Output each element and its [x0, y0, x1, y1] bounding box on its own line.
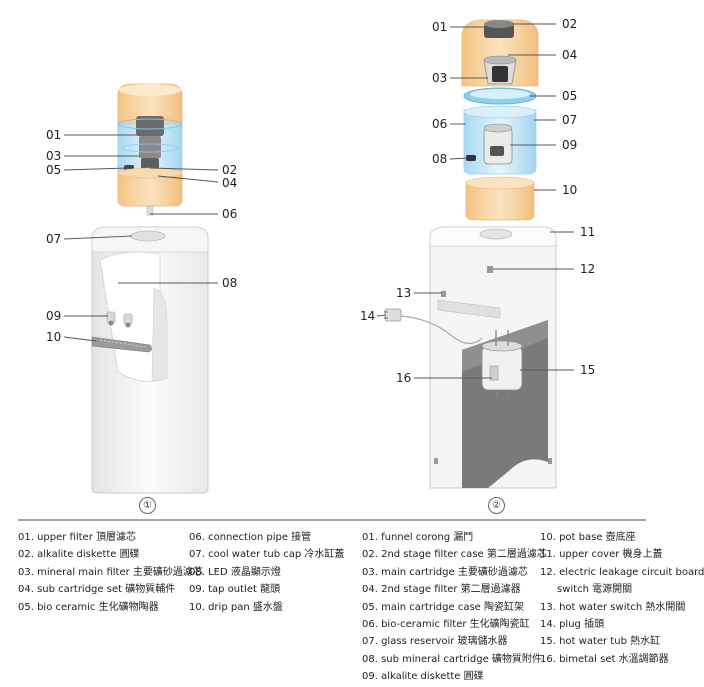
legend-item: 10. drip pan 盛水盤 — [189, 601, 283, 613]
legend-item: 10. pot base 壺底座 — [540, 532, 636, 543]
fig2-callout-10: 10 — [562, 183, 578, 197]
legend-item: 08. sub mineral cartridge 礦物質附件 — [362, 653, 542, 665]
legend-item: 14. plug 插頭 — [540, 619, 605, 631]
legend-item: 03. mineral main filter 主要礦砂過濾芯 — [18, 566, 203, 578]
legend-column-3: 01. funnel corong 漏鬥 02. 2nd stage filte… — [362, 529, 547, 686]
legend-item: 05. main cartridge case 陶瓷缸架 — [362, 601, 524, 613]
fig1-callout-03: 03 — [46, 149, 62, 163]
diagram-illustration — [63, 19, 574, 494]
legend-item: 01. funnel corong 漏鬥 — [362, 532, 474, 543]
legend-item: 09. alkalite diskette 圓碟 — [362, 671, 484, 683]
legend-item: 06. bio-ceramic filter 生化礦陶瓷缸 — [362, 619, 530, 631]
fig2-callout-08: 08 — [432, 152, 448, 166]
fig2-pot-base — [465, 181, 535, 221]
legend-item: 13. hot water switch 熱水開關 — [540, 601, 686, 613]
legend-item: 04. 2nd stage filter 第二層過濾器 — [362, 584, 521, 596]
legend-item: 07. glass reservoir 玻璃儲水器 — [362, 636, 508, 648]
legend-divider — [18, 519, 646, 521]
legend-item: 02. alkalite diskette 圓碟 — [18, 549, 140, 561]
fig1-callout-05: 05 — [46, 163, 62, 177]
fig1-callout-04: 04 — [222, 176, 238, 190]
fig2-callout-03: 03 — [432, 71, 448, 85]
fig2-hot-water-tub — [481, 345, 523, 391]
fig1-callout-02: 02 — [222, 163, 238, 177]
fig2-callout-11: 11 — [580, 225, 596, 239]
legend-item: 08. LED 液晶顯示燈 — [189, 566, 281, 578]
fig2-callout-16: 16 — [396, 371, 412, 385]
fig1-callout-09: 09 — [46, 309, 62, 323]
fig1-callout-08: 08 — [222, 276, 238, 290]
figure-1-badge: ① — [139, 497, 156, 514]
legend-item: 07. cool water tub cap 冷水缸蓋 — [189, 549, 345, 561]
fig2-callout-15: 15 — [580, 363, 596, 377]
legend-item: 16. bimetal set 水溫調節器 — [540, 653, 669, 665]
figure-1-dispenser — [91, 83, 209, 494]
fig2-callout-02: 02 — [562, 17, 578, 31]
fig2-callout-12: 12 — [580, 262, 596, 276]
legend-item: 09. tap outlet 龍頭 — [189, 584, 281, 596]
legend-item: 12. electric leakage circuit board — [540, 566, 704, 578]
legend-item: 11. upper cover 機身上蓋 — [540, 549, 663, 561]
fig2-callout-09: 09 — [562, 138, 578, 152]
legend-item: 04. sub cartridge set 礦物質輔件 — [18, 584, 176, 596]
legend-item: 15. hot water tub 熱水缸 — [540, 636, 661, 648]
fig1-callout-01: 01 — [46, 128, 62, 142]
legend-item: 03. main cartridge 主要礦砂過濾芯 — [362, 566, 528, 578]
fig2-callout-13: 13 — [396, 286, 412, 300]
fig1-pot-base — [117, 171, 183, 207]
legend-item: 01. upper filter 頂層濾芯 — [18, 532, 136, 543]
legend-column-1: 01. upper filter 頂層濾芯 02. alkalite diske… — [18, 529, 203, 616]
fig2-callout-01: 01 — [432, 20, 448, 34]
fig1-callout-10: 10 — [46, 330, 62, 344]
fig1-callout-07: 07 — [46, 232, 62, 246]
fig2-callout-06: 06 — [432, 117, 448, 131]
fig2-callout-07: 07 — [562, 113, 578, 127]
legend-column-2: 06. connection pipe 接管 07. cool water tu… — [189, 529, 344, 616]
legend-column-4: 10. pot base 壺底座 11. upper cover 機身上蓋 12… — [540, 529, 704, 668]
leader-lines — [63, 23, 574, 379]
fig2-callout-05: 05 — [562, 89, 578, 103]
figure-2-badge: ② — [488, 497, 505, 514]
legend-item: 02. 2nd stage filter case 第二層過濾芯 — [362, 549, 547, 561]
fig2-callout-14: 14 — [360, 309, 376, 323]
legend-item: 05. bio ceramic 生化礦物陶器 — [18, 601, 159, 613]
legend-item: 06. connection pipe 接管 — [189, 532, 312, 543]
figure-2-exploded — [384, 19, 557, 489]
fig1-callout-06: 06 — [222, 207, 238, 221]
legend-item: switch 電源開關 — [557, 584, 633, 596]
fig2-callout-04: 04 — [562, 48, 578, 62]
